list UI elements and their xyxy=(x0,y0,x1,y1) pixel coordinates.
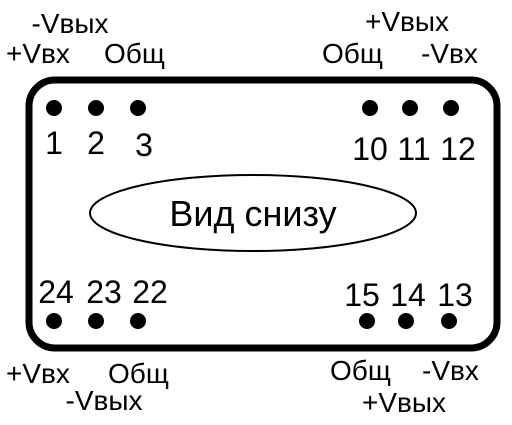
pin-dot-15 xyxy=(359,313,375,329)
pin-dot-22 xyxy=(130,313,146,329)
pin-dot-13 xyxy=(441,313,457,329)
pin-number-15: 15 xyxy=(344,277,380,313)
label-top-right-common: Общ xyxy=(322,38,383,69)
pin-dot-3 xyxy=(130,100,146,116)
pin-number-10: 10 xyxy=(352,131,388,167)
package-outline xyxy=(25,76,501,352)
pin-number-22: 22 xyxy=(132,274,168,310)
pin-number-13: 13 xyxy=(437,277,473,313)
pin-dot-24 xyxy=(46,313,62,329)
label-top-left-pos-vin: +Vвх xyxy=(6,38,70,69)
pin-number-11: 11 xyxy=(397,131,430,167)
pin-dot-10 xyxy=(362,100,378,116)
pin-number-2: 2 xyxy=(87,125,105,161)
pin-number-24: 24 xyxy=(38,274,74,310)
pin-dot-1 xyxy=(46,100,62,116)
pin-number-23: 23 xyxy=(86,274,122,310)
pin-number-14: 14 xyxy=(390,277,426,313)
label-top-left-neg-vout: -Vвых xyxy=(32,8,109,39)
view-label-ellipse xyxy=(89,174,417,252)
pin-dot-2 xyxy=(88,100,104,116)
pin-dot-11 xyxy=(402,100,418,116)
pin-number-3: 3 xyxy=(135,127,153,163)
label-top-right-pos-vout: +Vвых xyxy=(365,6,449,37)
label-bottom-left-common: Общ xyxy=(108,358,169,389)
pin-number-12: 12 xyxy=(440,131,476,167)
label-bottom-right-neg-vin: -Vвх xyxy=(422,355,479,386)
label-top-right-neg-vin: -Vвх xyxy=(421,38,478,69)
view-label-text: Вид снизу xyxy=(169,193,336,234)
pin-number-1: 1 xyxy=(45,125,63,161)
label-top-left-common: Общ xyxy=(104,38,165,69)
pin-dot-23 xyxy=(88,313,104,329)
label-bottom-right-common: Общ xyxy=(330,355,391,386)
pin-dot-12 xyxy=(443,100,459,116)
pin-dot-14 xyxy=(398,313,414,329)
label-bottom-left-neg-vout: -Vвых xyxy=(66,385,143,416)
label-bottom-left-pos-vin: +Vвх xyxy=(6,358,70,389)
label-bottom-right-pos-vout: +Vвых xyxy=(362,387,446,418)
